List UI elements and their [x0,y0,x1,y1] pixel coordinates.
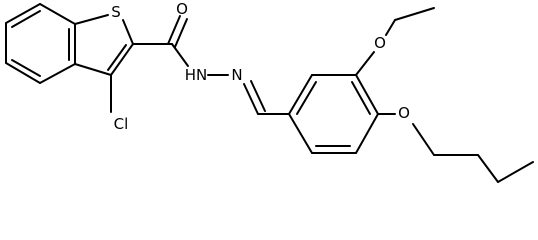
bond-n-ch-double [250,80,266,112]
benzo-ring [5,3,76,84]
bond [39,3,76,25]
atom-label-imine-nitrogen: N [231,66,242,84]
bond [288,113,313,154]
bond-double-inner [11,10,41,28]
bond [355,113,379,154]
bond [497,161,534,183]
atom-label-sulfur: S [111,3,121,21]
atom-label-carbonyl-oxygen: O [176,0,188,18]
bond [39,63,76,84]
bond-double-inner [11,59,41,77]
bond [355,74,379,115]
bond [477,154,499,183]
bond [74,63,112,76]
bond-double-inner [351,81,371,115]
bond [122,19,134,45]
atom-label-butoxy-oxygen: O [398,104,410,122]
molecule-structure-diagram: S O HN N Cl O O [5,0,534,183]
bond-c-o [355,51,375,76]
thiophene-ring [74,14,134,76]
bond-co-double [174,18,188,48]
phenyl-ring [288,74,379,154]
bond [5,62,41,84]
bond [288,74,313,115]
bond [74,14,109,25]
bond-co-double [167,15,181,45]
bond-c-n [171,43,189,67]
bond [385,19,396,36]
atom-label-chlorine: Cl [114,115,129,133]
bond-double-inner [107,44,127,71]
atom-label-amide-nitrogen: HN [185,66,208,84]
bond-double-inner [296,81,317,115]
bond [394,7,435,21]
bond-n-ch [243,83,259,115]
bond [412,123,435,156]
atom-label-ethoxy-oxygen: O [374,34,386,52]
bond [5,3,41,24]
bond [110,43,134,76]
